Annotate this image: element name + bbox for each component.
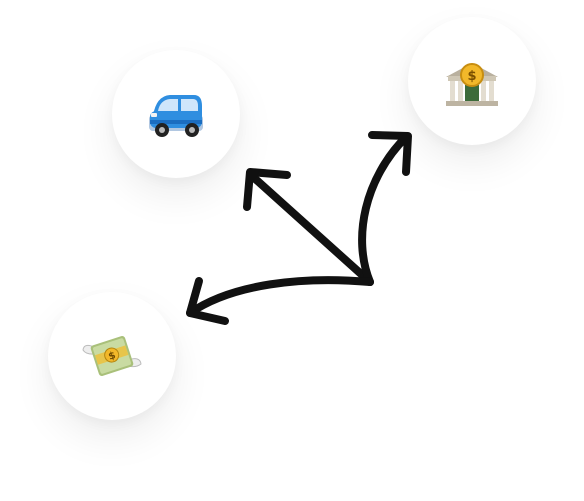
car-icon <box>149 95 203 137</box>
arrow-to-bank <box>358 131 412 286</box>
car-node <box>112 50 240 178</box>
svg-text:$: $ <box>467 69 476 84</box>
money-with-wings-icon: $ <box>82 336 142 376</box>
bank-icon: $ <box>446 63 498 106</box>
bank-node: $ <box>408 17 536 145</box>
arrow-to-car <box>243 168 374 286</box>
svg-text:$: $ <box>107 350 117 363</box>
arrow-to-money <box>186 276 374 325</box>
money-node: $ <box>48 292 176 420</box>
